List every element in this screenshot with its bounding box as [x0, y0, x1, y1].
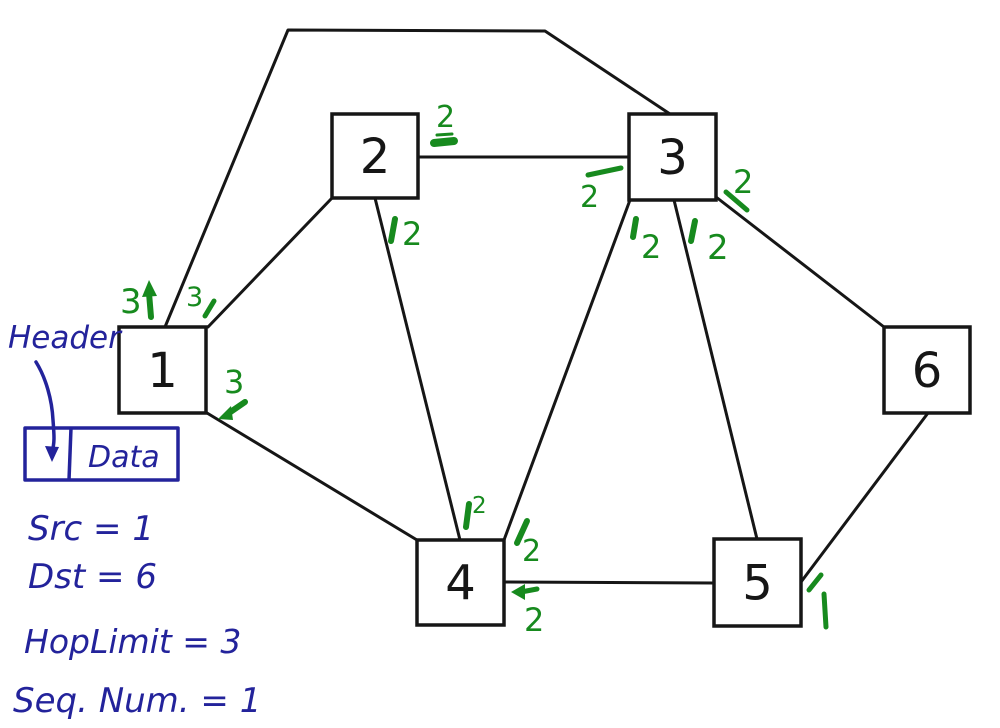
edge-3-5 [672, 198, 759, 541]
edge-1-3 [163, 28, 672, 329]
packet-header-label: Header [8, 320, 123, 356]
node-label-6: 6 [912, 343, 943, 399]
edge-5-6 [799, 411, 930, 584]
green-value: 3 [224, 363, 244, 401]
green-annotation-node4-top-right: 2 [514, 518, 541, 569]
green-tick [806, 572, 824, 593]
node-label-2: 2 [360, 129, 391, 185]
green-tick [585, 165, 624, 178]
node-label-5: 5 [742, 556, 773, 612]
packet-header-arrow [34, 360, 56, 454]
green-annotation-node2-below: 2 [388, 215, 422, 253]
node-box-2 [330, 112, 420, 200]
node-label-3: 3 [657, 130, 688, 186]
green-value: 2 [436, 100, 455, 135]
green-value: 2 [522, 534, 541, 569]
edge-3-4 [502, 198, 632, 542]
green-arrowhead [511, 584, 525, 600]
green-annotation-node1-bottom-right: 3 [218, 363, 248, 420]
green-annotation-node3-right: 2 [723, 163, 753, 213]
green-tick [463, 501, 472, 530]
green-annotation-node3-below-left: 2 [630, 216, 661, 266]
green-annotation-node4-above: 2 [463, 493, 487, 530]
green-tick [202, 298, 217, 319]
node-box-6 [882, 325, 972, 415]
green-tick [630, 216, 639, 240]
edge-3-6 [714, 195, 886, 329]
green-tick [688, 218, 698, 244]
packet-field-2: HopLimit = 3 [24, 622, 241, 661]
packet-field-0: Src = 1 [28, 509, 154, 549]
edge-1-2 [206, 196, 334, 329]
green-annotation-node1-top-left: 3 [120, 280, 157, 322]
packet-box [23, 426, 180, 482]
green-arrowhead [218, 406, 233, 420]
node-box-1 [117, 325, 208, 415]
packet-arrowhead [45, 446, 59, 462]
node-box-5 [712, 537, 803, 628]
green-value: 3 [186, 282, 203, 313]
green-annotation-node3-left: 2 [580, 165, 624, 215]
green-arrowhead [142, 280, 157, 297]
green-value: 3 [120, 282, 142, 322]
green-value: 2 [580, 180, 599, 215]
green-tick [146, 290, 154, 320]
packet-field-3: Seq. Num. = 1 [13, 681, 261, 721]
green-value: 2 [733, 163, 753, 201]
node-4: 4 [415, 538, 506, 627]
green-tick [435, 132, 454, 137]
node-3: 3 [627, 112, 718, 202]
green-value: 2 [524, 601, 544, 639]
green-tick [514, 518, 530, 546]
green-annotation-node3-below-right: 2 [688, 218, 729, 268]
green-annotation-edge-4-5: 2 [511, 584, 544, 639]
node-1: 1 [117, 325, 208, 415]
green-tick [388, 216, 398, 244]
green-annotation-node2-right: 2 [430, 100, 458, 147]
edge-2-4 [373, 196, 462, 542]
green-tick [430, 137, 458, 147]
green-value: 2 [472, 493, 487, 519]
green-annotation-node5-right [806, 572, 829, 630]
node-2: 2 [330, 112, 420, 200]
node-5: 5 [712, 537, 803, 628]
node-label-1: 1 [147, 343, 178, 399]
packet-header-divider [67, 427, 73, 481]
green-tick [821, 591, 829, 630]
node-box-4 [415, 538, 506, 627]
packet-field-1: Dst = 6 [28, 557, 157, 597]
node-box-3 [627, 112, 718, 202]
green-tick [723, 189, 750, 213]
packet-data-label: Data [88, 440, 160, 475]
green-value: 2 [402, 215, 422, 253]
green-annotation-node1-top-right: 3 [186, 282, 217, 319]
edge-4-5 [502, 580, 716, 585]
edge-1-4 [205, 411, 419, 542]
node-6: 6 [882, 325, 972, 415]
node-label-4: 4 [445, 556, 476, 612]
green-value: 2 [641, 228, 661, 266]
green-value: 2 [707, 228, 729, 268]
